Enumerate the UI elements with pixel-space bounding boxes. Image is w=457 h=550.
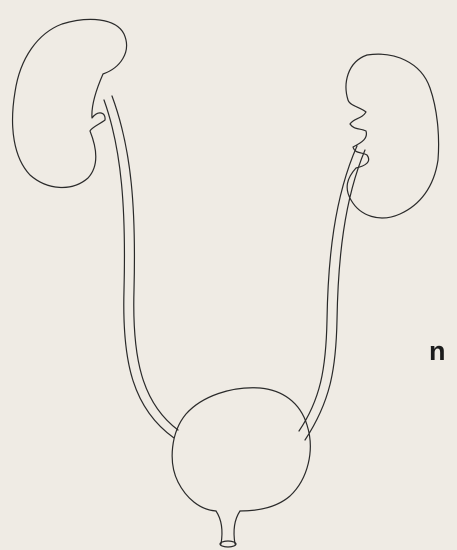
label-n: n [429, 336, 446, 366]
